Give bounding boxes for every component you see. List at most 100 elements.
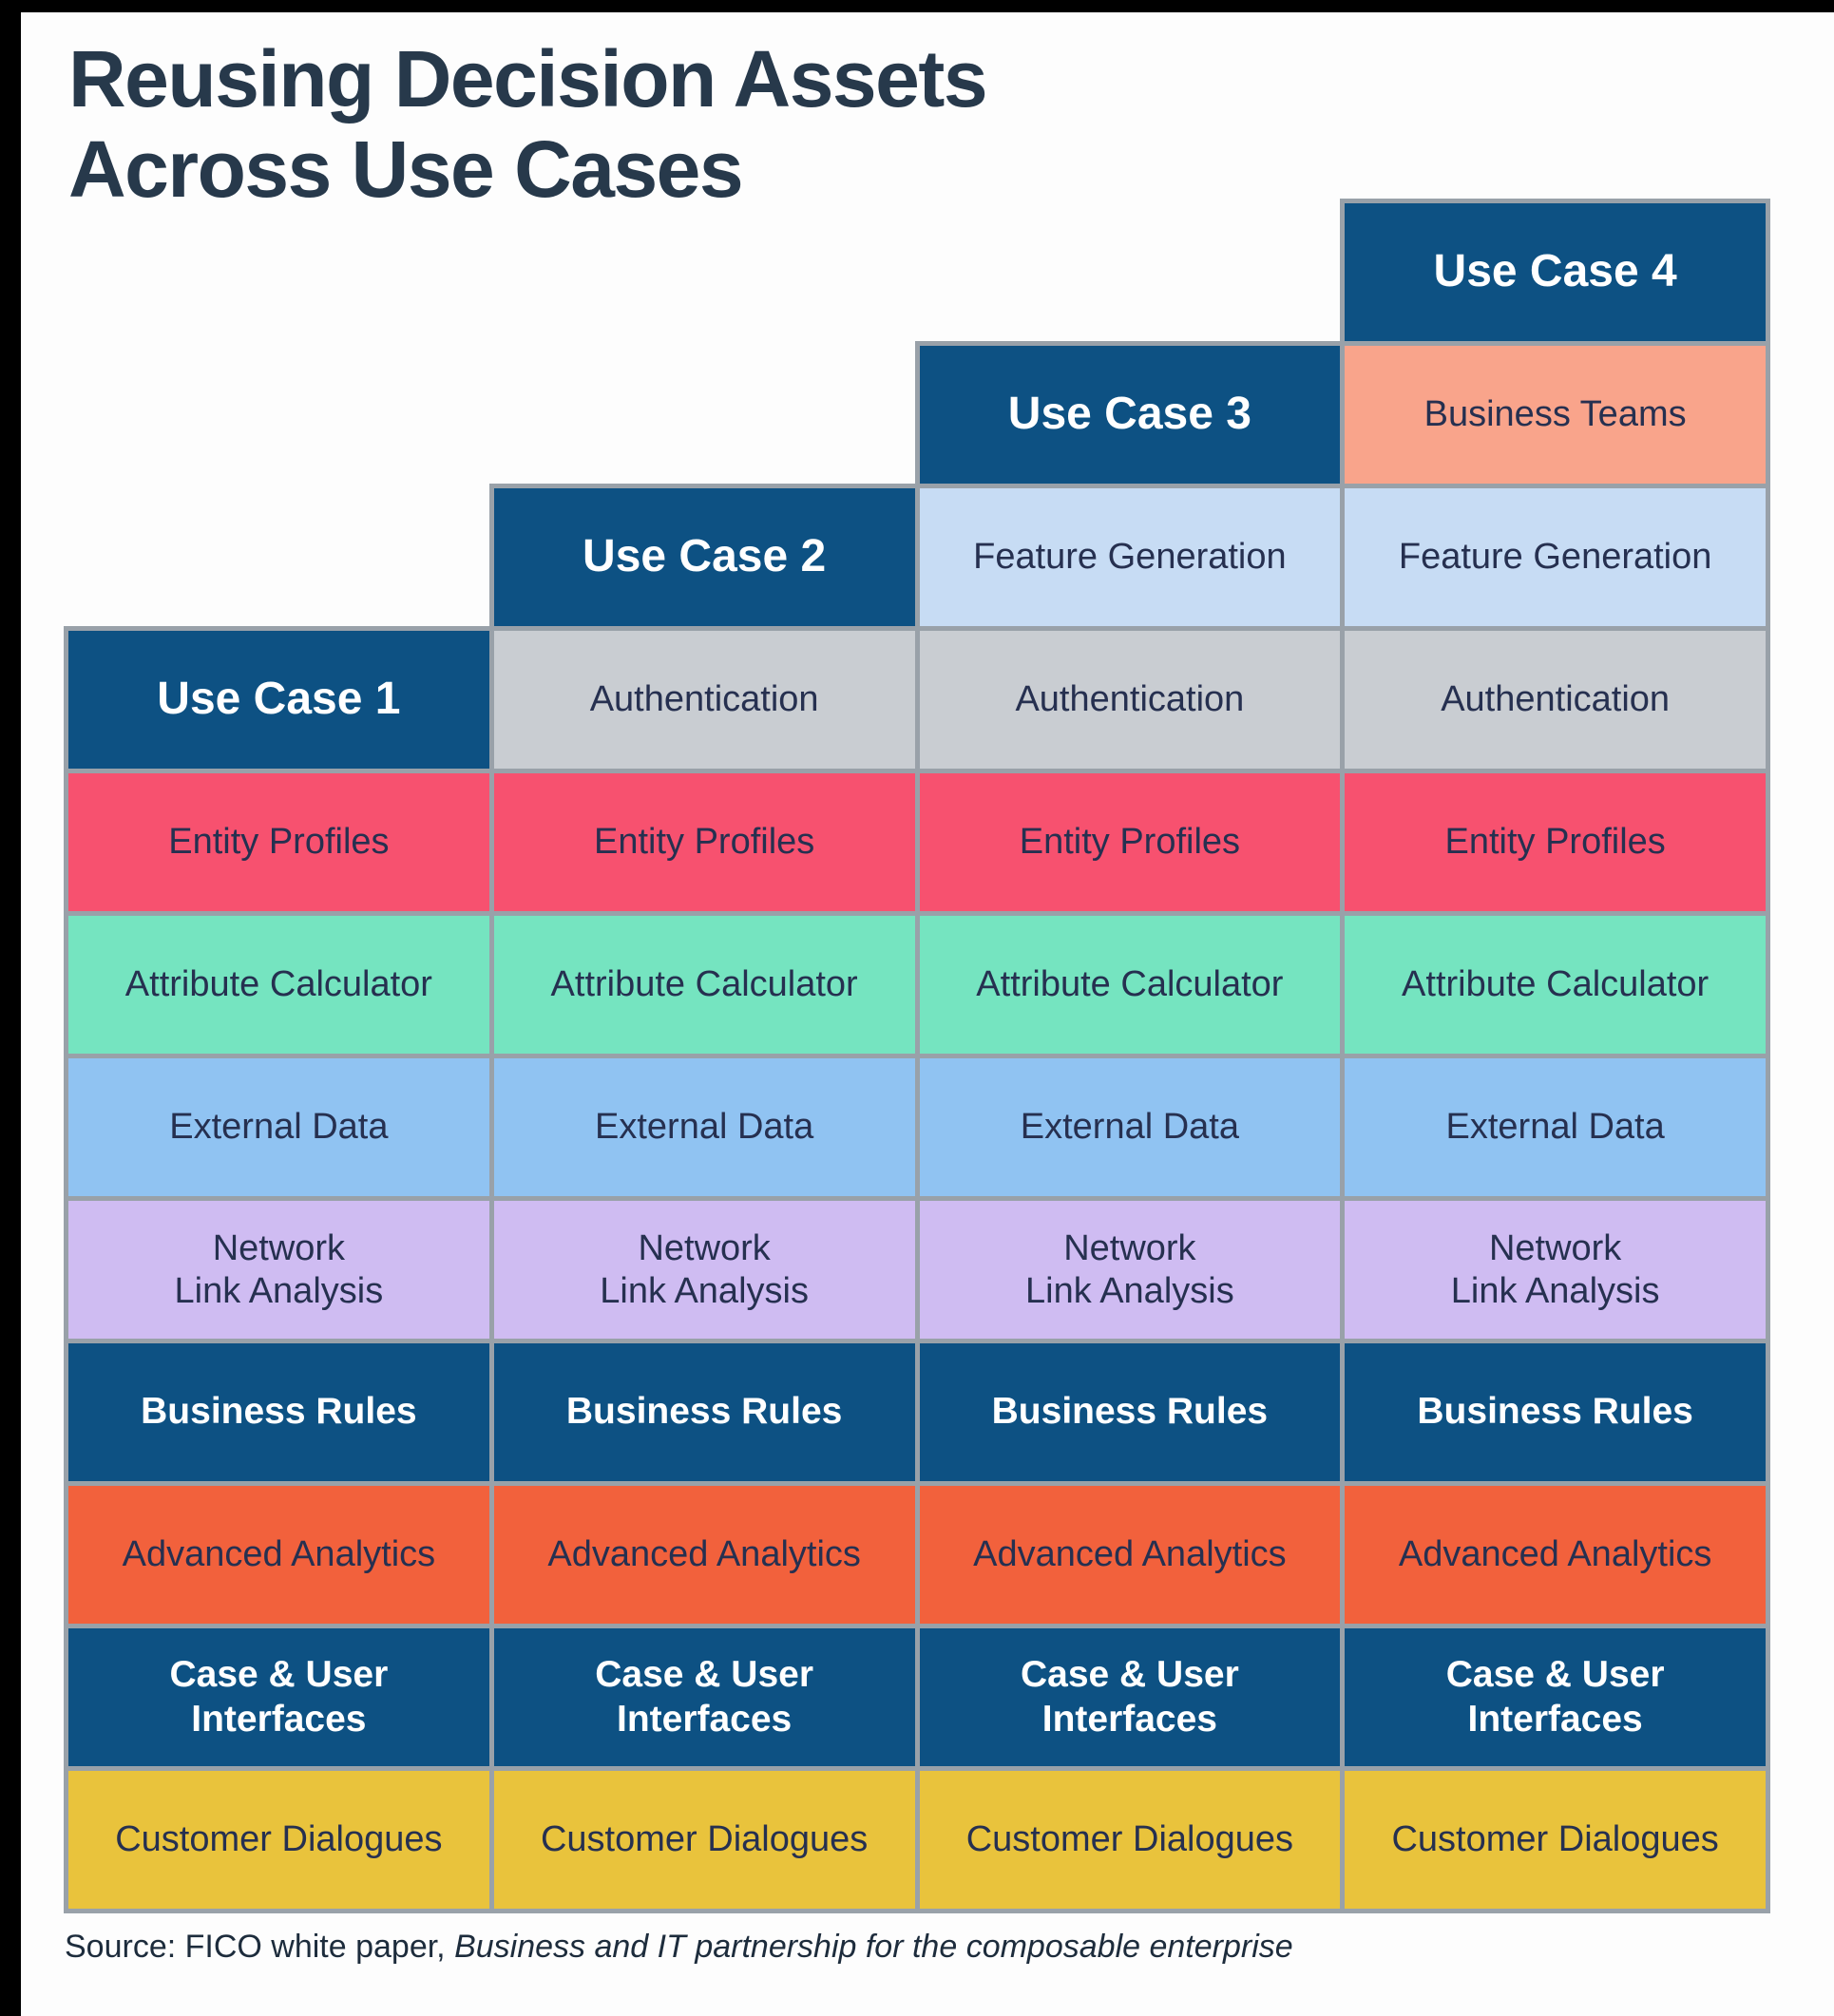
cell-label: Business Rules: [141, 1391, 417, 1433]
use-case-1-header: Use Case 1: [64, 626, 494, 773]
cell-label: Network: [1063, 1227, 1196, 1268]
cell-label: Interfaces: [191, 1698, 367, 1740]
cell-label: Feature Generation: [973, 537, 1287, 578]
cell-label: Entity Profiles: [1019, 822, 1241, 863]
cell-label: Authentication: [589, 679, 819, 720]
cell-label: Link Analysis: [1450, 1270, 1660, 1311]
cell-external-data: External Data: [488, 1054, 920, 1201]
cell-label: Interfaces: [1041, 1698, 1217, 1740]
cell-label: Authentication: [1441, 679, 1671, 720]
cell-label: Advanced Analytics: [547, 1534, 861, 1575]
cell-label: Customer Dialogues: [1391, 1819, 1719, 1860]
cell-entity-profiles: Entity Profiles: [64, 769, 494, 916]
cell-label: Business Rules: [1417, 1391, 1693, 1433]
cell-advanced-analytics: Advanced Analytics: [1340, 1481, 1770, 1628]
left-black-border: [0, 0, 21, 2016]
cell-label: External Data: [169, 1107, 389, 1148]
cell-label: Interfaces: [1467, 1698, 1643, 1740]
source-attribution: Source: FICO white paper, Business and I…: [65, 1929, 1293, 1966]
cell-label: Customer Dialogues: [540, 1819, 869, 1860]
use-case-2-header: Use Case 2: [488, 484, 920, 631]
cell-label: Business Rules: [991, 1391, 1269, 1433]
cell-label: Attribute Calculator: [976, 964, 1284, 1005]
use-case-1-label: Use Case 1: [157, 674, 401, 725]
cell-label: Customer Dialogues: [965, 1819, 1293, 1860]
use-case-staircase-diagram: Use Case 4 Business Teams Feature Genera…: [64, 199, 1770, 1913]
cell-label: External Data: [595, 1107, 814, 1148]
cell-customer-dialogues: Customer Dialogues: [1340, 1766, 1770, 1913]
cell-label: Case & User: [1445, 1654, 1665, 1696]
cell-label: Link Analysis: [600, 1270, 809, 1311]
cell-business-rules: Business Rules: [64, 1339, 494, 1486]
cell-label: Business Teams: [1423, 394, 1687, 435]
cell-label: External Data: [1445, 1107, 1665, 1148]
top-black-border: [0, 0, 1834, 12]
cell-label: Network: [212, 1227, 346, 1268]
cell-label: Entity Profiles: [593, 822, 815, 863]
cell-label: Customer Dialogues: [115, 1819, 443, 1860]
cell-label: Case & User: [595, 1654, 814, 1696]
cell-authentication: Authentication: [1340, 626, 1770, 773]
cell-business-rules: Business Rules: [914, 1339, 1346, 1486]
cell-business-teams: Business Teams: [1340, 341, 1770, 488]
cell-label: Entity Profiles: [1444, 822, 1666, 863]
cell-customer-dialogues: Customer Dialogues: [488, 1766, 920, 1913]
cell-label: Network: [1488, 1227, 1622, 1268]
cell-external-data: External Data: [64, 1054, 494, 1201]
cell-advanced-analytics: Advanced Analytics: [488, 1481, 920, 1628]
cell-external-data: External Data: [1340, 1054, 1770, 1201]
cell-feature-generation: Feature Generation: [1340, 484, 1770, 631]
cell-entity-profiles: Entity Profiles: [488, 769, 920, 916]
cell-label: Business Rules: [565, 1391, 843, 1433]
use-case-4-label: Use Case 4: [1433, 246, 1677, 297]
cell-authentication: Authentication: [914, 626, 1346, 773]
cell-label: Attribute Calculator: [550, 964, 858, 1005]
cell-entity-profiles: Entity Profiles: [914, 769, 1346, 916]
cell-authentication: Authentication: [488, 626, 920, 773]
cell-label: Attribute Calculator: [124, 964, 432, 1005]
source-prefix: Source: FICO white paper,: [65, 1929, 455, 1965]
page-title-line1: Reusing Decision Assets: [68, 34, 988, 124]
cell-label: Case & User: [1020, 1654, 1239, 1696]
cell-label: Network: [638, 1227, 771, 1268]
page-title-line2: Across Use Cases: [68, 124, 744, 214]
cell-advanced-analytics: Advanced Analytics: [914, 1481, 1346, 1628]
cell-label: Advanced Analytics: [1398, 1534, 1712, 1575]
cell-feature-generation: Feature Generation: [914, 484, 1346, 631]
cell-customer-dialogues: Customer Dialogues: [64, 1766, 494, 1913]
cell-attribute-calculator: Attribute Calculator: [488, 911, 920, 1058]
use-case-2-label: Use Case 2: [583, 531, 827, 582]
cell-label: Entity Profiles: [168, 822, 390, 863]
cell-label: External Data: [1020, 1107, 1239, 1148]
cell-attribute-calculator: Attribute Calculator: [914, 911, 1346, 1058]
cell-label: Authentication: [1015, 679, 1245, 720]
cell-entity-profiles: Entity Profiles: [1340, 769, 1770, 916]
cell-label: Attribute Calculator: [1402, 964, 1710, 1005]
cell-label: Feature Generation: [1398, 537, 1712, 578]
cell-customer-dialogues: Customer Dialogues: [914, 1766, 1346, 1913]
cell-attribute-calculator: Attribute Calculator: [1340, 911, 1770, 1058]
cell-label: Link Analysis: [1025, 1270, 1234, 1311]
cell-external-data: External Data: [914, 1054, 1346, 1201]
use-case-3-label: Use Case 3: [1007, 389, 1251, 440]
use-case-3-header: Use Case 3: [914, 341, 1346, 488]
cell-business-rules: Business Rules: [1340, 1339, 1770, 1486]
cell-business-rules: Business Rules: [488, 1339, 920, 1486]
cell-label: Link Analysis: [174, 1270, 384, 1311]
cell-label: Advanced Analytics: [973, 1534, 1287, 1575]
source-paper-title: Business and IT partnership for the comp…: [454, 1929, 1293, 1965]
cell-label: Case & User: [169, 1654, 389, 1696]
page-title: Reusing Decision Assets Across Use Cases: [68, 34, 988, 215]
use-case-4-header: Use Case 4: [1340, 199, 1770, 346]
cell-label: Interfaces: [616, 1698, 793, 1740]
cell-attribute-calculator: Attribute Calculator: [64, 911, 494, 1058]
